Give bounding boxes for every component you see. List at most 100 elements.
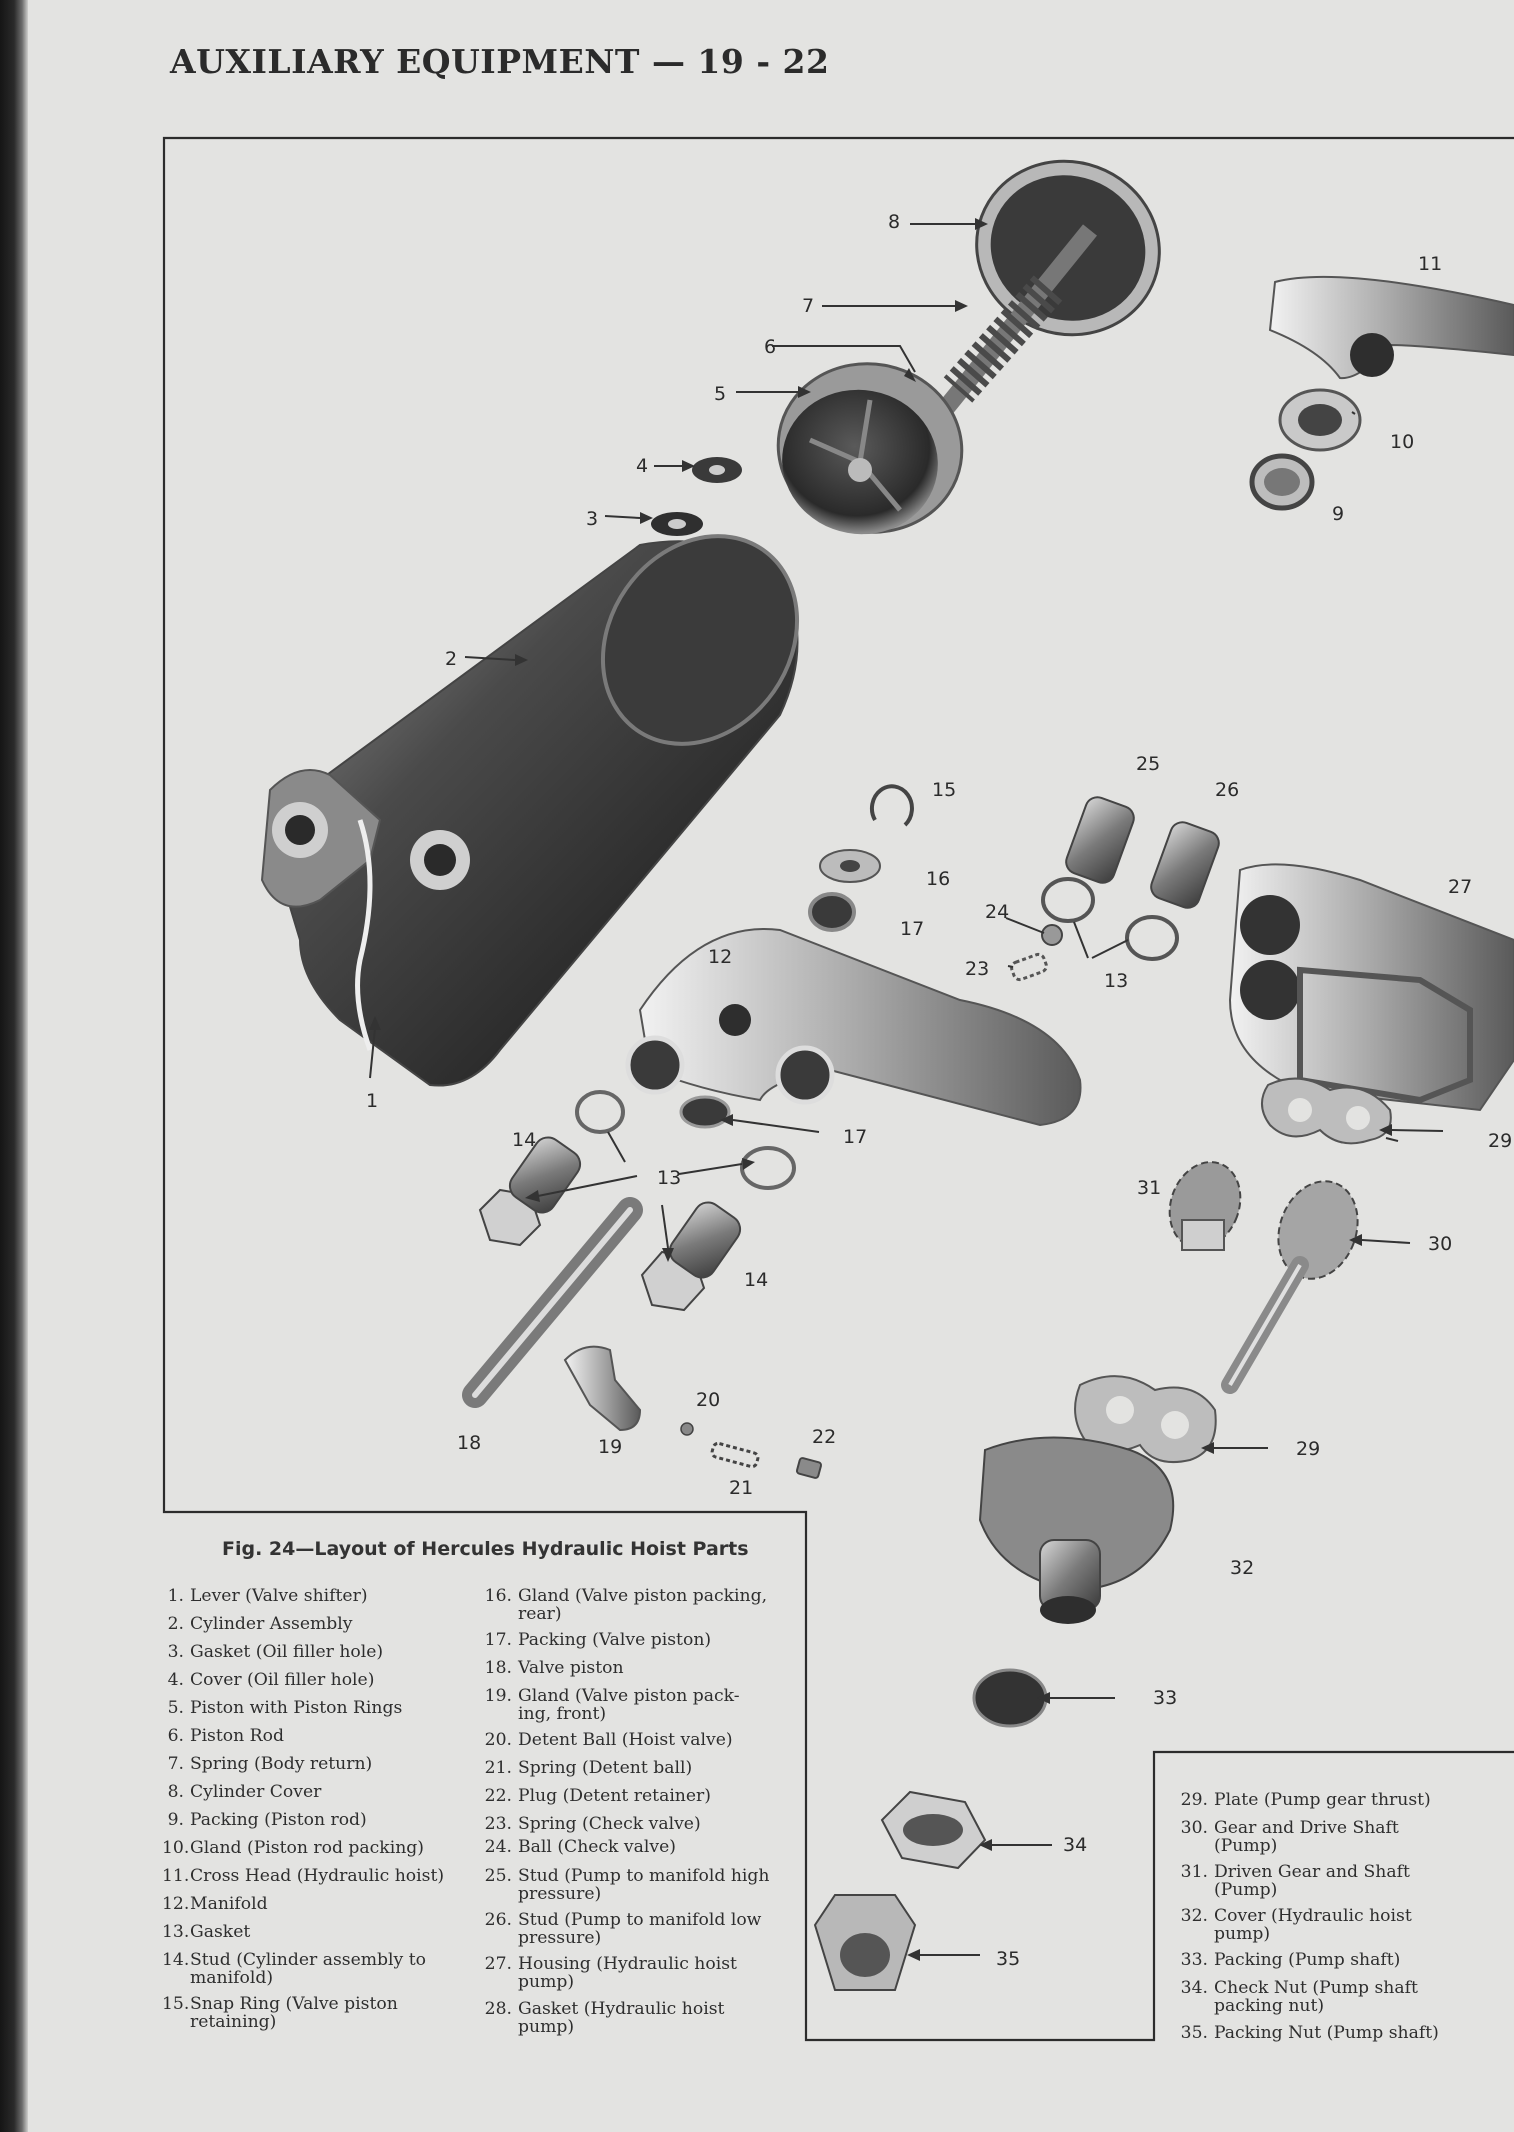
part-number: 19. — [484, 1686, 512, 1706]
part-number: 7. — [167, 1754, 184, 1774]
part-description: Plug (Detent retainer) — [518, 1786, 711, 1806]
callout-number: 17 — [843, 1126, 867, 1148]
part-description: Housing (Hydraulic hoist pump) — [518, 1954, 737, 1992]
detent-ball-part — [680, 1422, 694, 1436]
figure-caption: Fig. 24—Layout of Hercules Hydraulic Hoi… — [222, 1538, 749, 1560]
part-description: Plate (Pump gear thrust) — [1214, 1790, 1431, 1810]
callout-number: 29 — [1488, 1130, 1512, 1152]
callout-number: 17 — [900, 918, 924, 940]
parts-list-item: 7.Spring (Body return) — [162, 1754, 373, 1774]
part-description: Gasket — [190, 1922, 251, 1942]
part-number: 4. — [167, 1670, 184, 1690]
high-pressure-stud-part — [1065, 796, 1135, 884]
callout-number: 5 — [714, 383, 726, 405]
check-valve-ball-part — [1041, 924, 1063, 946]
callout-number: 15 — [932, 779, 956, 801]
callout-number: 14 — [512, 1129, 536, 1151]
parts-list-item: 20.Detent Ball (Hoist valve) — [482, 1730, 733, 1750]
parts-list-item: 2.Cylinder Assembly — [162, 1615, 353, 1634]
callout-number: 24 — [985, 901, 1009, 923]
parts-list-item: 23.Spring (Check valve) — [482, 1815, 701, 1834]
part-description: Packing Nut (Pump shaft) — [1214, 2023, 1439, 2043]
parts-list-item: 35.Packing Nut (Pump shaft) — [1178, 2023, 1439, 2043]
part-number: 13. — [162, 1922, 190, 1942]
gasket-ring — [740, 1146, 796, 1190]
piston-rod-packing-part — [1249, 453, 1315, 511]
callout-number: 20 — [696, 1389, 720, 1411]
part-number: 24. — [484, 1837, 512, 1857]
callout-number: 3 — [586, 508, 598, 530]
parts-list-item: 32.Cover (Hydraulic hoist pump) — [1178, 1906, 1412, 1943]
parts-list-item: 6.Piston Rod — [162, 1726, 284, 1746]
part-number: 15. — [162, 1994, 190, 2014]
part-description: Piston with Piston Rings — [190, 1698, 403, 1718]
piston-part — [776, 362, 964, 535]
callout-number: 9 — [1332, 503, 1344, 525]
part-description: Gasket (Oil filler hole) — [190, 1642, 384, 1662]
oil-filler-gasket-part — [651, 512, 703, 536]
part-number: 6. — [167, 1726, 184, 1746]
part-number: 20. — [484, 1730, 512, 1750]
part-number: 33. — [1180, 1950, 1208, 1970]
parts-list-item: 29.Plate (Pump gear thrust) — [1178, 1790, 1431, 1810]
parts-list-item: 5. Piston with Piston Rings — [162, 1698, 403, 1718]
parts-list-item: 21.Spring (Detent ball) — [482, 1758, 693, 1778]
parts-list-item: 8. Cylinder Cover — [162, 1782, 322, 1802]
parts-list-item: 30.Gear and Drive Shaft (Pump) — [1178, 1818, 1399, 1855]
callout-number: 10 — [1390, 431, 1414, 453]
gasket-ring — [1041, 877, 1095, 923]
callout-number: 19 — [598, 1436, 622, 1458]
part-description: Cover (Oil filler hole) — [190, 1670, 375, 1690]
callout-number: 23 — [965, 958, 989, 980]
valve-piston-packing-part — [679, 1095, 731, 1129]
part-number: 21. — [484, 1758, 512, 1778]
callout-number: 13 — [1104, 970, 1128, 992]
parts-list-item: 33.Packing (Pump shaft) — [1178, 1950, 1401, 1970]
leader-lines — [369, 223, 1444, 1956]
parts-list-item: 11.Cross Head (Hydraulic hoist) — [162, 1866, 444, 1886]
callout-number: 22 — [812, 1426, 836, 1448]
callout-number: 34 — [1063, 1834, 1087, 1856]
part-number: 30. — [1180, 1818, 1208, 1838]
part-description: Stud (Pump to manifold low pressure) — [518, 1910, 762, 1948]
parts-list-item: 17.Packing (Valve piston) — [482, 1630, 711, 1650]
check-valve-spring-part — [1010, 952, 1048, 982]
pump-cover-part — [978, 1436, 1175, 1624]
pump-shaft-packing-part — [972, 1668, 1048, 1728]
callout-number: 33 — [1153, 1687, 1177, 1709]
cylinder-stud-part — [640, 1201, 742, 1312]
parts-list-item: 24.Ball (Check valve) — [482, 1837, 676, 1857]
part-description: Driven Gear and Shaft (Pump) — [1214, 1862, 1410, 1900]
part-description: Cylinder Cover — [190, 1782, 322, 1802]
part-number: 8. — [167, 1782, 184, 1802]
part-number: 28. — [484, 1999, 512, 2019]
part-number: 11. — [162, 1866, 190, 1886]
snap-ring-part — [869, 784, 914, 827]
part-number: 22. — [484, 1786, 512, 1806]
part-description: Valve piston — [518, 1658, 624, 1678]
part-description: Manifold — [190, 1894, 268, 1914]
part-number: 17. — [484, 1630, 512, 1650]
callout-number: 7 — [802, 295, 814, 317]
callout-number: 6 — [764, 336, 776, 358]
parts-list-item: 15.Snap Ring (Valve piston retaining) — [162, 1994, 398, 2031]
part-number: 32. — [1180, 1906, 1208, 1926]
part-number: 1. — [167, 1586, 184, 1606]
callout-number: 32 — [1230, 1557, 1254, 1579]
callout-number: 26 — [1215, 779, 1239, 801]
parts-list-item: 22. Plug (Detent retainer) — [482, 1786, 711, 1806]
valve-piston-rear-gland-part — [819, 849, 881, 883]
part-number: 18. — [484, 1658, 512, 1678]
oil-filler-cover-part — [692, 457, 742, 483]
valve-piston-front-gland-part — [563, 1345, 642, 1432]
callout-number: 14 — [744, 1269, 768, 1291]
parts-list-item: 34.Check Nut (Pump shaft packing nut) — [1178, 1978, 1418, 2016]
part-number: 5. — [167, 1698, 184, 1718]
parts-list-item: 10.Gland (Piston rod packing) — [162, 1839, 424, 1858]
leader-arrowheads — [369, 218, 1392, 1961]
part-description: Check Nut (Pump shaft packing nut) — [1214, 1978, 1418, 2016]
callout-number: 31 — [1137, 1177, 1161, 1199]
parts-list-item: 13.Gasket — [162, 1922, 251, 1942]
pump-gear-thrust-plate-part — [1074, 1375, 1217, 1464]
